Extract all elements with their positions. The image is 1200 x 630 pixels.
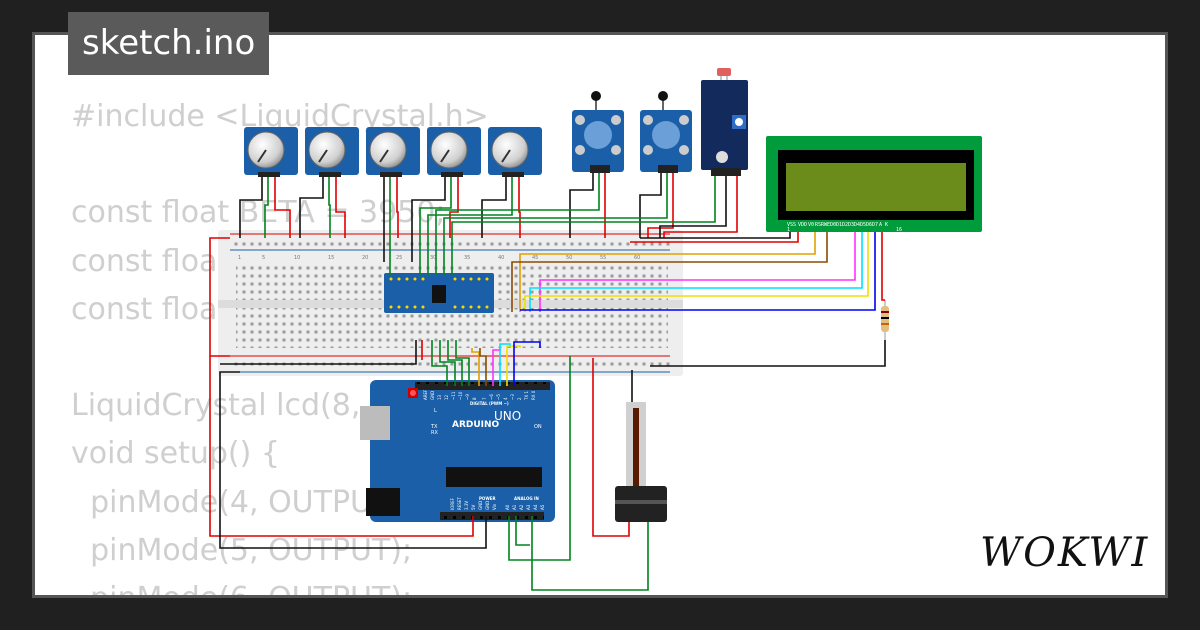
- bb-col-1: 1: [238, 255, 241, 261]
- pin-label-3v3: 3.3V: [464, 501, 469, 510]
- code-line: pinMode(6, OUTPUT);: [71, 575, 489, 595]
- pin-label-3: ~3: [510, 394, 515, 400]
- pin-label-6: ~6: [489, 394, 494, 400]
- file-name-tab[interactable]: sketch.ino: [68, 12, 270, 75]
- bb-col-55: 55: [600, 255, 606, 261]
- pin-label-a5: A5: [540, 504, 545, 510]
- wires: [209, 173, 886, 591]
- bb-col-30: 30: [430, 255, 436, 261]
- potentiometer-modules: [244, 127, 542, 177]
- pin-label-5: ~5: [496, 394, 501, 400]
- lcd-pin-v0: V0: [808, 222, 814, 228]
- pin-label-11: ~11: [451, 391, 456, 400]
- pin-label-5v: 5V: [471, 504, 476, 510]
- lcd-pin-rw: RW: [821, 222, 828, 228]
- lcd-pin-k: K: [885, 222, 888, 228]
- resistor: [881, 300, 889, 340]
- led-label-rx: RX: [431, 430, 438, 436]
- bb-col-5: 5: [262, 255, 265, 261]
- lcd-pin-rs: RS: [815, 222, 821, 228]
- bb-col-25: 25: [396, 255, 402, 261]
- pin-label-a4: A4: [533, 504, 538, 510]
- code-line: const float BETA = 3950;: [71, 195, 446, 231]
- ntc-sensor-2: [640, 91, 692, 173]
- pin-label-a1: A1: [512, 504, 517, 510]
- pin-label-rx0: RX 0: [531, 390, 536, 400]
- code-line: const float: [71, 243, 230, 279]
- led-label-on: ON: [534, 424, 542, 430]
- pin-label-vin: Vin: [492, 503, 497, 510]
- bb-col-20: 20: [362, 255, 368, 261]
- pin-label-a3: A3: [526, 504, 531, 510]
- board-brand: ARDUINO: [452, 420, 500, 430]
- analog-header-label: ANALOG IN: [514, 496, 539, 501]
- bb-col-40: 40: [498, 255, 504, 261]
- lcd-pin-number-1: 1: [787, 227, 790, 233]
- pin-label-a2: A2: [519, 504, 524, 510]
- pin-label-gnd-1: GND: [478, 501, 483, 510]
- lcd-pin-a: A: [879, 222, 882, 228]
- pin-label-13: 13: [437, 394, 442, 400]
- led-label-tx: TX: [430, 424, 438, 430]
- bb-col-10: 10: [294, 255, 300, 261]
- power-header-label: POWER: [479, 496, 496, 501]
- lcd-pin-d1: D1: [836, 222, 842, 228]
- brand-wordmark: WOKWI: [980, 530, 1148, 576]
- bb-col-60: 60: [634, 255, 640, 261]
- code-line: const float: [71, 291, 230, 327]
- lcd-pin-d4: D4: [854, 222, 860, 228]
- pin-label-10: ~10: [458, 391, 463, 400]
- potentiometer-5: [488, 127, 542, 177]
- bb-col-50: 50: [566, 255, 572, 261]
- pin-label-tx1: TX 1: [524, 391, 529, 401]
- lcd-pin-d5: D5: [860, 222, 866, 228]
- ntc-sensor-modules: [572, 91, 692, 173]
- lcd-pin-vss: VSS: [787, 222, 796, 228]
- lcd-pin-d2: D2: [842, 222, 848, 228]
- pin-label-reset: RESET: [457, 497, 462, 510]
- bb-col-45: 45: [532, 255, 538, 261]
- code-line: pinMode(5, OUTPUT);: [71, 532, 413, 568]
- pin-label-4: 4: [503, 397, 508, 400]
- board-name: UNO: [494, 409, 521, 423]
- pin-label-gnd-2: GND: [485, 501, 490, 510]
- pin-label-a0: A0: [505, 504, 510, 510]
- potentiometer-4: [427, 127, 481, 177]
- led-label-l: L: [434, 408, 437, 414]
- bb-col-35: 35: [464, 255, 470, 261]
- pin-label-2: 2: [517, 397, 522, 400]
- lcd-pin-d0: D0: [830, 222, 836, 228]
- code-line: void setup() {: [71, 436, 280, 472]
- arduino-uno-board: ARDUINO UNO DIGITAL (PWM ~) POWER ANALOG…: [360, 380, 555, 522]
- digital-header-label: DIGITAL (PWM ~): [470, 401, 509, 406]
- wokwi-logo: WOKWI: [980, 530, 1148, 576]
- pin-label-ioref: IOREF: [450, 497, 455, 510]
- lcd-pin-number-16: 16: [896, 227, 902, 233]
- potentiometer-3: [366, 127, 420, 177]
- potentiometer-1: [244, 127, 298, 177]
- ldr-module: [701, 68, 748, 176]
- pin-label-gnd-top: GND: [430, 391, 435, 400]
- multiplexer-module: [384, 273, 494, 313]
- ntc-sensor-1: [572, 91, 624, 173]
- pin-label-9: ~9: [465, 394, 470, 400]
- lcd-display: VSS VDD V0 RS RW E D0 D1 D2 D3 D4 D5 D6 …: [766, 136, 982, 233]
- lcd-pin-d7: D7: [872, 222, 878, 228]
- bb-col-15: 15: [328, 255, 334, 261]
- lcd-pin-vdd: VDD: [798, 222, 807, 228]
- slide-potentiometer: [615, 402, 667, 522]
- lcd-pin-d3: D3: [848, 222, 854, 228]
- lcd-pin-e: E: [827, 222, 830, 228]
- lcd-pin-d6: D6: [866, 222, 872, 228]
- pin-label-8: 8: [472, 397, 477, 400]
- pin-label-12: 12: [444, 394, 449, 400]
- pin-label-aref: AREF: [423, 389, 428, 400]
- pin-label-7: 7: [482, 397, 487, 400]
- potentiometer-2: [305, 127, 359, 177]
